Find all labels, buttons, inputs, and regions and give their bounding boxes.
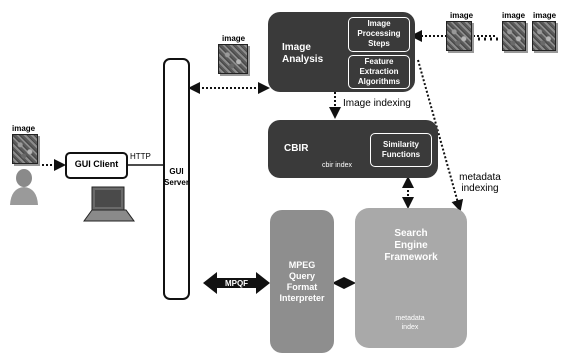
feature-extraction-box bbox=[348, 55, 410, 89]
user-icon bbox=[10, 169, 38, 205]
server-image-thumbnail bbox=[218, 44, 248, 74]
mpeg-line3: Format bbox=[286, 282, 318, 292]
similarity-functions-box bbox=[370, 133, 432, 167]
metadata-indexing-line1: metadata bbox=[459, 172, 501, 183]
mpeg-line4: Interpreter bbox=[279, 293, 325, 303]
image-thumbnail-2 bbox=[502, 21, 526, 51]
cbir-index-label: cbir index bbox=[322, 162, 352, 169]
server-image-label: image bbox=[222, 34, 246, 43]
similarity-line2: Functions bbox=[381, 150, 421, 159]
image-label-3: image bbox=[533, 11, 557, 20]
metadata-indexing-line2: indexing bbox=[461, 183, 499, 194]
cbir-box bbox=[268, 120, 438, 178]
http-label: HTTP bbox=[130, 152, 151, 161]
feature-extraction-line1: Feature bbox=[364, 57, 394, 66]
metadata-index-line1: metadata bbox=[395, 315, 425, 322]
image-processing-line2: Processing bbox=[357, 29, 401, 38]
user-image-thumbnail bbox=[12, 134, 38, 164]
gui-server-label-line2: Server bbox=[164, 178, 189, 187]
gui-server-box bbox=[163, 58, 190, 300]
gui-client-label: GUI Client bbox=[74, 159, 119, 169]
gui-client-box bbox=[65, 152, 128, 179]
mpeg-interpreter-box bbox=[270, 210, 334, 353]
image-analysis-label-line2: Analysis bbox=[282, 54, 324, 65]
search-engine-line2: Engine bbox=[394, 240, 428, 251]
user-image-label: image bbox=[12, 124, 36, 133]
image-analysis-box bbox=[268, 12, 415, 92]
search-engine-line1: Search bbox=[394, 228, 428, 239]
feature-extraction-line2: Extraction bbox=[359, 67, 399, 76]
image-processing-box bbox=[348, 17, 410, 52]
mpeg-line1: MPEG bbox=[288, 260, 316, 270]
feature-extraction-line3: Algorithms bbox=[357, 77, 401, 86]
image-processing-line1: Image bbox=[367, 19, 391, 28]
metadata-index-line2: index bbox=[401, 324, 419, 331]
mpqf-label: MPQF bbox=[224, 279, 249, 288]
cbir-label: CBIR bbox=[284, 143, 309, 154]
image-thumbnail-1 bbox=[446, 21, 472, 51]
image-analysis-label-line1: Image bbox=[282, 42, 311, 53]
laptop-icon bbox=[83, 186, 135, 222]
image-indexing-label: Image indexing bbox=[343, 98, 411, 109]
image-thumbnail-3 bbox=[532, 21, 556, 51]
image-label-2: image bbox=[502, 11, 526, 20]
gui-server-label-line1: GUI bbox=[169, 167, 184, 176]
search-engine-box bbox=[355, 208, 467, 348]
search-engine-line3: Framework bbox=[384, 252, 438, 263]
similarity-line1: Similarity bbox=[382, 140, 419, 149]
mpqf-arrow bbox=[203, 272, 270, 294]
image-processing-line3: Steps bbox=[368, 39, 390, 48]
metadata-indexing-arrow bbox=[417, 59, 464, 212]
image-label-1: image bbox=[450, 11, 474, 20]
mpeg-line2: Query bbox=[288, 271, 315, 281]
